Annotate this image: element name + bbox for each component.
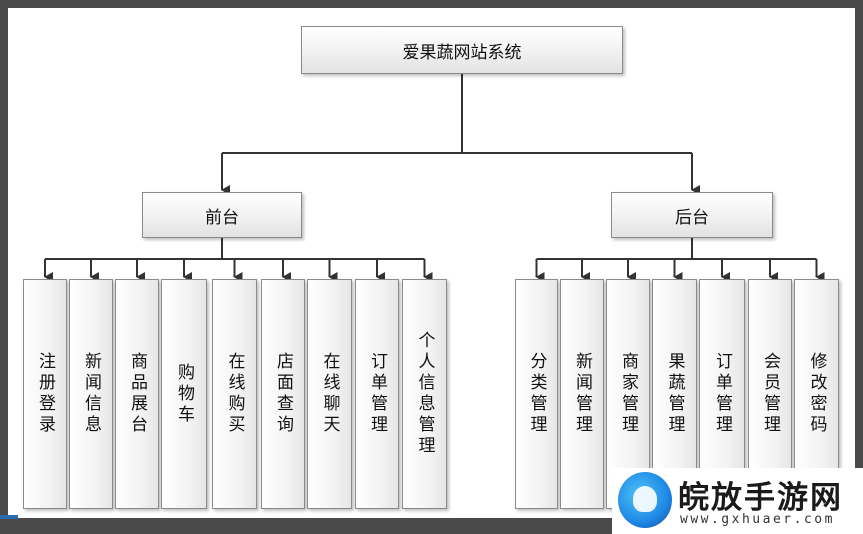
frontend-item-label: 店面查询 xyxy=(273,352,293,436)
frontend-item-4: 购物车 xyxy=(161,279,207,509)
backend-item-1: 分类管理 xyxy=(515,279,558,509)
frontend-item-label: 购物车 xyxy=(174,362,194,426)
octopus-logo-icon xyxy=(618,472,672,528)
backend-node: 后台 xyxy=(611,192,773,238)
backend-node-label: 后台 xyxy=(675,207,709,228)
backend-item-2: 新闻管理 xyxy=(560,279,604,509)
backend-item-label: 分类管理 xyxy=(526,352,547,436)
root-node: 爱果蔬网站系统 xyxy=(301,26,623,74)
frontend-item-label: 商品展台 xyxy=(127,352,147,436)
frontend-item-label: 个人信息管理 xyxy=(414,331,435,457)
frontend-item-3: 商品展台 xyxy=(115,279,159,509)
frontend-item-label: 订单管理 xyxy=(367,352,387,436)
backend-item-label: 商家管理 xyxy=(618,352,638,436)
frontend-node: 前台 xyxy=(142,192,302,238)
frontend-item-5: 在线购买 xyxy=(212,279,257,509)
watermark-banner: 皖放手游网 www.gxhuaer.com xyxy=(612,468,863,534)
frontend-item-2: 新闻信息 xyxy=(69,279,113,509)
backend-item-label: 会员管理 xyxy=(760,352,780,436)
backend-item-label: 订单管理 xyxy=(712,352,732,436)
frontend-item-7: 在线聊天 xyxy=(307,279,352,509)
frontend-item-1: 注册登录 xyxy=(23,279,67,509)
frontend-item-9: 个人信息管理 xyxy=(402,279,447,509)
frontend-item-label: 新闻信息 xyxy=(81,352,101,436)
watermark-url: www.gxhuaer.com xyxy=(680,512,835,527)
backend-item-label: 新闻管理 xyxy=(572,352,592,436)
frontend-item-label: 在线购买 xyxy=(224,352,245,436)
frontend-item-8: 订单管理 xyxy=(355,279,399,509)
frontend-node-label: 前台 xyxy=(205,207,239,228)
backend-item-label: 果蔬管理 xyxy=(664,352,685,436)
frontend-item-6: 店面查询 xyxy=(261,279,305,509)
left-edge-accent xyxy=(0,515,18,519)
frontend-item-label: 在线聊天 xyxy=(319,352,340,436)
watermark-title: 皖放手游网 xyxy=(678,480,843,516)
frontend-item-label: 注册登录 xyxy=(35,352,55,436)
backend-item-label: 修改密码 xyxy=(806,352,827,436)
root-node-label: 爱果蔬网站系统 xyxy=(402,42,522,63)
